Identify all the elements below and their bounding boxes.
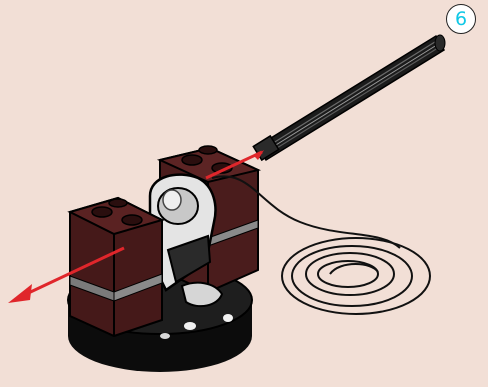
step-number-badge: 6: [446, 4, 476, 34]
axle-rod: [253, 35, 445, 160]
